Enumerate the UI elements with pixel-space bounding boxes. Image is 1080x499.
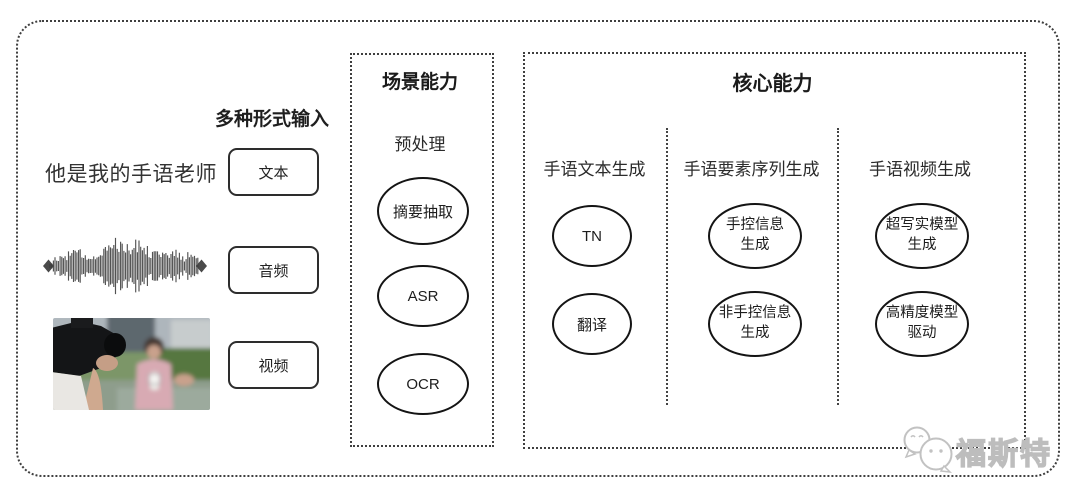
column-header-text-generation: 手语文本生成 <box>543 160 646 179</box>
input-box-text-label: 文本 <box>258 164 289 182</box>
node-translation-label: 翻译 <box>576 316 607 334</box>
camera-silhouette <box>53 318 126 410</box>
node-tn-label: TN <box>582 227 602 245</box>
sample-sentence-text: 他是我的手语老师 <box>45 163 217 186</box>
watermark-text: 福斯特 <box>955 437 1052 471</box>
input-box-text: 文本 <box>228 148 319 196</box>
core-capability-title: 核心能力 <box>732 73 813 95</box>
node-non-manual-info-generation-label: 非手控信息 生成 <box>718 305 792 341</box>
core-capability-box <box>523 52 1026 449</box>
node-manual-info-generation-label: 手控信息 生成 <box>726 217 784 253</box>
node-high-precision-model-driving: 高精度模型 驱动 <box>875 291 969 357</box>
node-asr: ASR <box>377 265 469 327</box>
input-section-title: 多种形式输入 <box>214 109 329 130</box>
node-hyperrealistic-model-generation-label: 超写实模型 生成 <box>885 217 959 253</box>
audio-waveform-icon <box>43 237 207 295</box>
node-summary-extraction: 摘要抽取 <box>377 177 469 245</box>
scene-capability-title: 场景能力 <box>381 72 458 93</box>
outer-dotted-frame <box>16 20 1060 477</box>
column-divider-2 <box>837 128 839 405</box>
input-box-video: 视频 <box>228 341 319 389</box>
column-divider-1 <box>666 128 668 405</box>
node-manual-info-generation: 手控信息 生成 <box>708 203 802 269</box>
mascot-logo-icon <box>903 426 953 473</box>
node-ocr: OCR <box>377 353 469 415</box>
node-hyperrealistic-model-generation: 超写实模型 生成 <box>875 203 969 269</box>
node-translation: 翻译 <box>552 293 632 355</box>
column-header-element-sequence-generation: 手语要素序列生成 <box>683 160 820 179</box>
node-asr-label: ASR <box>407 287 439 305</box>
node-ocr-label: OCR <box>406 375 440 393</box>
node-summary-extraction-label: 摘要抽取 <box>392 203 453 221</box>
scene-capability-box <box>350 53 494 447</box>
input-box-video-label: 视频 <box>258 357 289 375</box>
input-box-audio-label: 音频 <box>258 262 289 280</box>
node-tn: TN <box>552 205 632 267</box>
column-header-video-generation: 手语视频生成 <box>869 160 971 179</box>
node-non-manual-info-generation: 非手控信息 生成 <box>708 291 802 357</box>
input-box-audio: 音频 <box>228 246 319 294</box>
node-high-precision-model-driving-label: 高精度模型 驱动 <box>885 305 959 341</box>
preprocess-label: 预处理 <box>394 135 446 154</box>
video-input-photo <box>53 318 210 410</box>
